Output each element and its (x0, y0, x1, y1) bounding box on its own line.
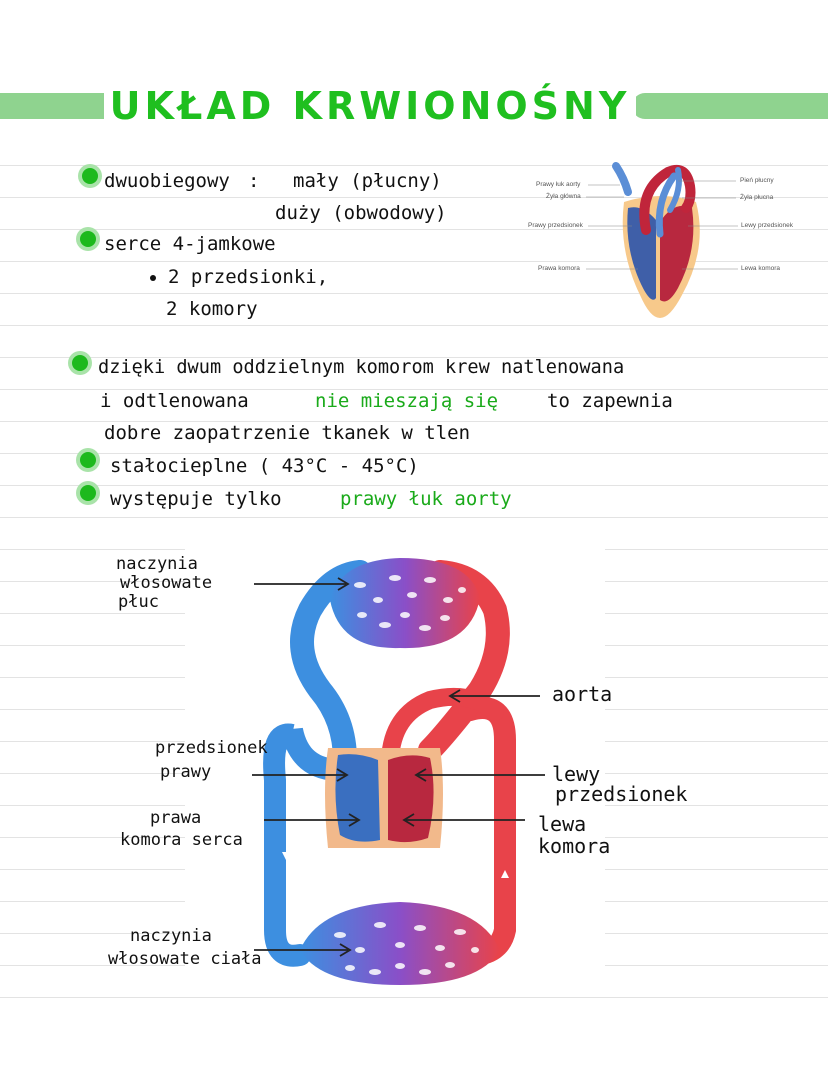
bullet-serce: serce 4-jamkowe (104, 233, 276, 255)
label-prawy-przedsionek: Prawy przedsionek (528, 222, 583, 229)
bullet-dzieki: dzięki dwum oddzielnym komorom krew natl… (98, 357, 625, 378)
nie-mieszaja-highlight: nie mieszają się (315, 390, 499, 412)
label-lewy-przedsionek-2: przedsionek (555, 782, 688, 806)
label-lewy-przedsionek-1: lewy (552, 762, 601, 786)
page-title: UKŁAD KRWIONOŚNY (100, 80, 640, 132)
aorta-descending-vessel (459, 697, 516, 966)
label-lewa-komora-1: lewa (538, 812, 587, 836)
title-highlight-right (632, 93, 828, 119)
body-capillary-pattern (334, 922, 479, 975)
komory: 2 komory (166, 298, 258, 320)
label-prawa-komora-1: prawa (150, 808, 202, 828)
sub-bullet (150, 275, 156, 281)
to-zapewnia: to zapewnia (547, 390, 673, 412)
flow-arrow-icon (282, 852, 290, 860)
heart-diagram: Prawy łuk aorty Żyła główna Prawy przeds… (528, 160, 796, 322)
lung-capillary-pattern (354, 575, 466, 631)
label-lewy-przedsionek: Lewy przedsionek (741, 222, 794, 229)
label-naczynia-pluc-2: włosowate (120, 573, 213, 593)
bullet-dot (80, 231, 96, 247)
label-lewa-komora: Lewa komora (741, 265, 781, 272)
obieg-duzy: duży (obwodowy) (275, 202, 447, 224)
bullet-dot (72, 355, 88, 371)
label-lewa-komora-2: komora (538, 834, 611, 858)
colon: : (248, 170, 260, 192)
bullet-dot (82, 168, 98, 184)
label-zyla-glowna: Żyła główna (546, 193, 581, 200)
flow-arrow-icon (501, 870, 509, 878)
bullet-wystepuje: występuje tylko (110, 488, 282, 510)
lung-capillaries (330, 558, 480, 649)
heart-left-side (388, 755, 434, 843)
bullet-dot (80, 452, 96, 468)
label-zyla-plucna: Żyła płucna (740, 194, 774, 201)
pointer-arrows (252, 577, 545, 957)
label-przedsionek-prawy-1: przedsionek (155, 738, 268, 758)
heart-right-side (335, 754, 380, 842)
label-prawa-komora: Prawa komora (538, 265, 580, 272)
page-title-text: UKŁAD KRWIONOŚNY (103, 84, 637, 128)
label-naczynia-pluc-3: płuc (118, 592, 159, 612)
aorta-vessel (381, 687, 504, 769)
przedsionki: 2 przedsionki, (168, 266, 329, 288)
label-przedsionek-prawy-2: prawy (160, 762, 212, 782)
label-pien-plucny: Pień płucny (740, 177, 774, 184)
obieg-maly: mały (płucny) (293, 170, 442, 192)
footer-whitespace (0, 1005, 828, 1070)
heart-diagram-svg (586, 162, 738, 318)
label-naczynia-ciala-1: naczynia (130, 926, 212, 946)
label-aorta: aorta (552, 682, 613, 706)
label-naczynia-pluc-1: naczynia (116, 554, 198, 574)
zaopatrzenie-tkanek: dobre zaopatrzenie tkanek w tlen (104, 422, 471, 444)
label-prawa-komora-2: komora serca (120, 830, 243, 850)
bullet-dot (80, 485, 96, 501)
pulmonary-vein-vessel (418, 560, 510, 762)
bullet-stalocieplne: stałocieplne ( 43°C - 45°C) (110, 455, 419, 477)
prawy-luk-aorty-highlight: prawy łuk aorty (340, 488, 512, 510)
bullet-dwuobiegowy: dwuobiegowy (104, 170, 230, 192)
label-prawy-luk-aorty: Prawy łuk aorty (536, 181, 581, 188)
vena-cava-vessel (263, 723, 351, 967)
odtlenowana: i odtlenowana (100, 390, 249, 412)
label-naczynia-ciala-2: włosowate ciała (108, 949, 262, 969)
